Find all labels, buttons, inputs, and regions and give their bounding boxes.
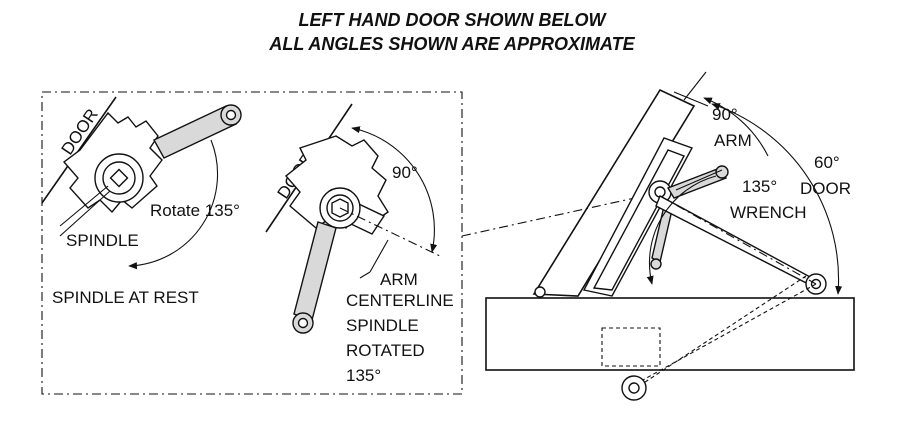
wrench-label: WRENCH [730,203,807,222]
angle-arc-90 [351,126,438,253]
callout-line [461,191,663,237]
arm-angle-label: 90° [712,105,738,124]
link-line-1 [631,283,817,387]
spindle-at-rest-label: SPINDLE AT REST [52,288,199,307]
door-top-edge [673,91,709,107]
link-line-2 [629,275,807,393]
rotated-label-line-3: 135° [346,366,381,385]
door-angle-label: 60° [814,153,840,172]
wrench-handle-2 [293,221,337,321]
arm-leader-tail [359,271,371,279]
spindle-leader-2 [59,190,111,237]
door-angle-arc [711,103,843,295]
spindle-leader-1 [59,185,109,227]
shoe-pivot-hole [628,382,640,394]
rotation-arrow [128,139,219,270]
title-line-1: LEFT HAND DOOR SHOWN BELOW [299,10,608,30]
arm-leader [369,239,389,273]
rotate-label: Rotate 135° [150,201,240,220]
title-line-2: ALL ANGLES SHOWN ARE APPROXIMATE [268,34,635,54]
rotated-label-line-2: ROTATED [346,341,425,360]
panel-installed-closer: 90° ARM 135° WRENCH 60° DOOR [485,71,855,401]
mounting-shoe [601,327,661,367]
wrench-end-hole [225,109,237,121]
wrench-end-hole-2 [297,317,309,329]
door-label-right: DOOR [800,179,851,198]
arm-label: ARM [380,270,418,289]
closer-cover [592,149,685,291]
rotated-label-line-1: SPINDLE [346,316,419,335]
angle-90-label: 90° [392,163,418,182]
door-leaf [532,88,696,297]
frame-header [485,297,855,371]
panel-spindle-rotated: DOOR 90° ARM CENTERLINE SPINDLE ROTATED … [265,103,454,385]
centerline-label: CENTERLINE [346,291,454,310]
spindle-square [109,168,129,188]
arm-label-right: ARM [714,131,752,150]
panel-spindle-at-rest: DOOR Rotate 135° SPINDLE SPINDLE AT REST [41,96,242,307]
wrench-end-3 [650,258,662,270]
wrench-angle-label: 135° [742,177,777,196]
wrench-angle-arc [646,175,717,285]
door-extension-line [683,71,707,101]
wrench-leader [675,169,723,191]
inset-frame [41,91,463,395]
door-pivot [534,286,546,298]
spindle-label: SPINDLE [66,231,139,250]
